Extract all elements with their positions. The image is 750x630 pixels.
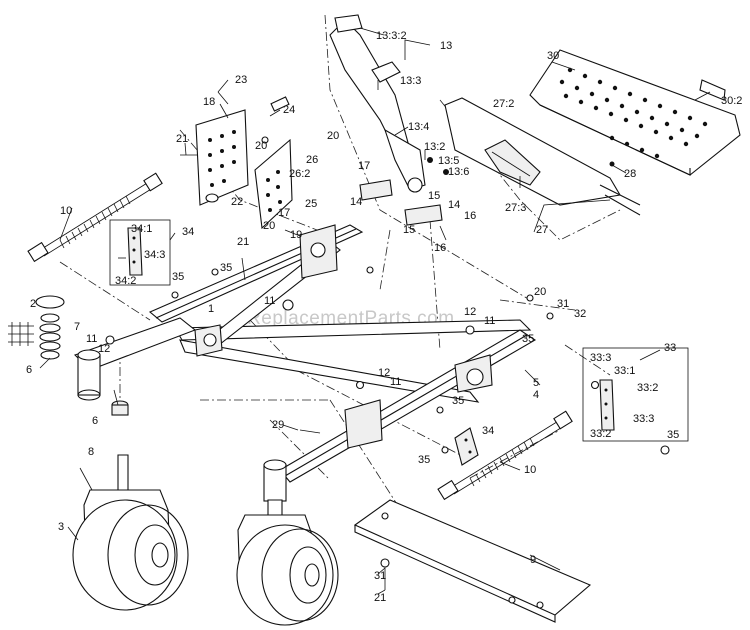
callout-35a: 35: [172, 271, 184, 283]
callout-30-2: 30:2: [721, 95, 742, 107]
callout-31a: 31: [557, 298, 569, 310]
callout-34b: 34: [482, 425, 494, 437]
callout-26-2: 26:2: [289, 168, 310, 180]
callout-5: 5: [533, 377, 539, 389]
callout-33-2b: 33:2: [590, 428, 611, 440]
callout-15a: 15: [428, 190, 440, 202]
callout-8: 8: [88, 446, 94, 458]
callout-3: 3: [58, 521, 64, 533]
caster-tube-left: [77, 349, 101, 401]
callout-34-2: 34:2: [115, 275, 136, 287]
callout-16a: 16: [464, 210, 476, 222]
bar-9: [353, 499, 592, 623]
callout-35e: 35: [522, 333, 534, 345]
callout-13-5: 13:5: [438, 155, 459, 167]
callout-20b: 20: [327, 130, 339, 142]
callout-14b: 14: [448, 199, 460, 211]
callout-35f: 35: [667, 429, 679, 441]
callout-13-6: 13:6: [448, 166, 469, 178]
callout-32: 32: [574, 308, 586, 320]
callout-20c: 20: [263, 220, 275, 232]
callout-27-2: 27:2: [493, 98, 514, 110]
callout-14a: 14: [350, 196, 362, 208]
callout-33-2a: 33:2: [637, 382, 658, 394]
caster-wheel-right: [236, 499, 339, 626]
callout-18: 18: [203, 96, 215, 108]
callout-11c: 11: [484, 315, 495, 327]
callout-25: 25: [305, 198, 317, 210]
callout-16b: 16: [434, 242, 446, 254]
callout-31b: 31: [374, 570, 386, 582]
callout-6a: 6: [26, 364, 32, 376]
callout-17a: 17: [358, 160, 370, 172]
main-frame: [73, 224, 537, 483]
callout-11a: 11: [86, 333, 97, 345]
callout-2: 2: [30, 298, 36, 310]
callout-35c: 35: [452, 395, 464, 407]
callout-17b: 17: [278, 207, 290, 219]
callout-11d: 11: [390, 376, 401, 388]
callout-9: 9: [530, 554, 536, 566]
callout-15b: 15: [403, 224, 415, 236]
callout-35d: 35: [418, 454, 430, 466]
callout-10a: 10: [60, 205, 72, 217]
pedal-assembly: [329, 14, 449, 226]
callout-1: 1: [208, 303, 214, 315]
callout-33-3b: 33:3: [633, 413, 654, 425]
callout-13-4: 13:4: [408, 121, 429, 133]
callout-19: 19: [290, 229, 302, 241]
callout-33-1: 33:1: [614, 365, 635, 377]
callout-34a: 34: [182, 226, 194, 238]
callout-13-3: 13:3: [400, 75, 421, 87]
plate-27: [444, 97, 641, 216]
callout-7: 7: [74, 321, 80, 333]
callout-29: 29: [272, 419, 284, 431]
callout-13-2: 13:2: [424, 141, 445, 153]
callout-21c: 21: [374, 592, 386, 604]
caster-bearing-stack: [8, 295, 129, 416]
callout-4: 4: [533, 389, 539, 401]
hardware: [105, 91, 670, 590]
callout-11b: 11: [264, 295, 275, 307]
callout-35b: 35: [220, 262, 232, 274]
callout-26: 26: [306, 154, 318, 166]
caster-wheel-left: [72, 454, 189, 611]
callout-13: 13: [440, 40, 452, 52]
callout-13-3-2: 13:3:2: [376, 30, 407, 42]
kit-34-box: [109, 219, 171, 286]
callout-22: 22: [231, 196, 243, 208]
linkage-34: [454, 427, 479, 466]
callout-34-3: 34:3: [144, 249, 165, 261]
kit-33-box: [582, 347, 689, 442]
callout-20d: 20: [534, 286, 546, 298]
callout-27: 27: [536, 224, 548, 236]
callout-33-3a: 33:3: [590, 352, 611, 364]
callout-21a: 21: [176, 133, 188, 145]
bracket-18: [195, 109, 249, 206]
bracket-25: [205, 96, 293, 230]
callout-28: 28: [624, 168, 636, 180]
caster-tube-right: [263, 459, 287, 502]
callout-23: 23: [235, 74, 247, 86]
callout-12c: 12: [378, 367, 390, 379]
callout-24: 24: [283, 104, 295, 116]
callout-30: 30: [547, 50, 559, 62]
callout-12a: 12: [98, 343, 110, 355]
callout-33: 33: [664, 342, 676, 354]
callout-labels: 1 2 3 4 5 6 6 7 8 9 10 10 11 11 11 11 12…: [26, 30, 742, 604]
callout-21b: 21: [237, 236, 249, 248]
spring-right: [437, 410, 573, 501]
foot-plate: [529, 49, 741, 176]
callout-27-3: 27:3: [505, 202, 526, 214]
callout-34-1: 34:1: [131, 223, 152, 235]
callout-12b: 12: [464, 306, 476, 318]
callout-20a: 20: [255, 140, 267, 152]
callout-6b: 6: [92, 415, 98, 427]
callout-10b: 10: [524, 464, 536, 476]
spring-left: [27, 172, 163, 263]
leader-lines: [39, 27, 711, 595]
